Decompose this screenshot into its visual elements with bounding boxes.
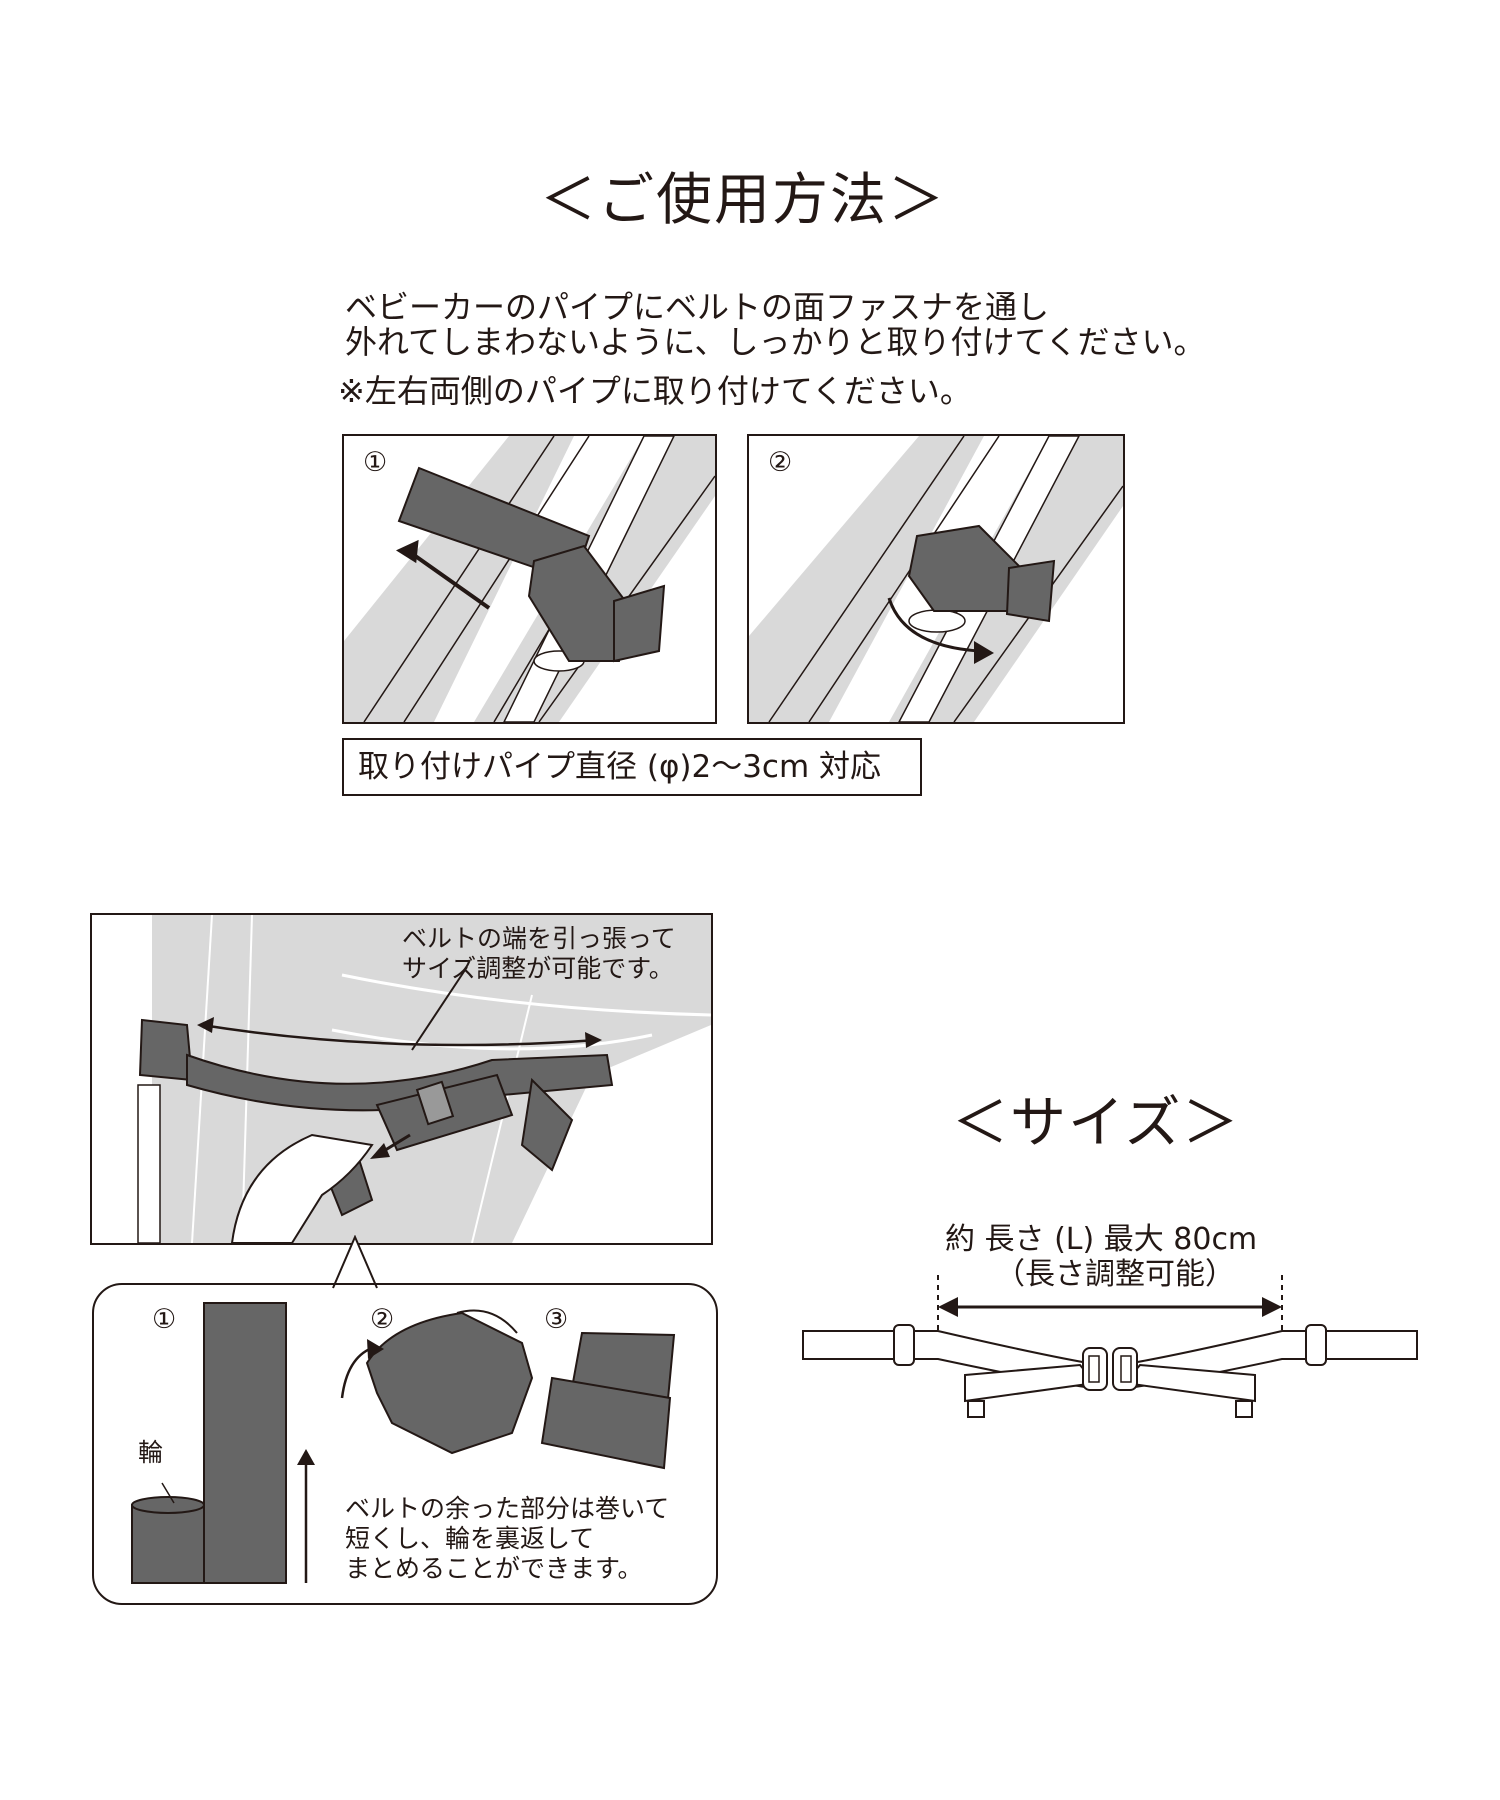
step1-illustration <box>344 436 715 722</box>
storage-step3-number: ③ <box>544 1304 569 1335</box>
buckle-right <box>1112 1347 1138 1391</box>
belt-loop <box>527 544 631 662</box>
roll-arrow <box>340 1346 373 1399</box>
strap-left-end <box>802 1330 904 1360</box>
belt-main <box>186 1053 614 1112</box>
belt-end-right <box>520 1077 574 1172</box>
step2-number: ② <box>768 447 793 478</box>
storage-callout-box <box>92 1283 718 1605</box>
storage-text-2: 短くし、輪を裏返して <box>345 1524 595 1553</box>
adjuster-right <box>1305 1324 1327 1366</box>
stroller-pipe <box>137 1084 161 1243</box>
adjuster-left <box>893 1324 915 1366</box>
step1-number: ① <box>363 447 388 478</box>
buckle-left <box>1082 1347 1108 1391</box>
hand <box>230 1133 374 1243</box>
adjust-arrow <box>201 1023 598 1047</box>
strap-right-end <box>1316 1330 1418 1360</box>
callout-pointer <box>332 1235 378 1289</box>
buckle <box>415 1080 455 1126</box>
rotate-arrow <box>887 597 980 653</box>
usage-title: ＜ご使用方法＞ <box>540 168 946 233</box>
storage-step1-number: ① <box>152 1304 177 1335</box>
step2-illustration <box>749 436 1123 722</box>
storage-text-1: ベルトの余った部分は巻いて <box>345 1494 670 1523</box>
instruction-line-1: ベビーカーのパイプにベルトの面ファスナを通し <box>345 288 1050 326</box>
adjust-callout-1: ベルトの端を引っ張って <box>402 924 676 953</box>
storage-text-3: まとめることができます。 <box>345 1554 643 1583</box>
storage-illustration <box>131 1302 676 1584</box>
belt-strap <box>1005 559 1056 623</box>
instruction-line-2: 外れてしまわないように、しっかりと取り付けてください。 <box>345 323 1206 361</box>
loop-piece <box>131 1504 205 1584</box>
size-adjust-note: （長さ調整可能） <box>995 1257 1235 1292</box>
size-title: ＜サイズ＞ <box>952 1091 1241 1156</box>
step1-panel <box>342 434 717 724</box>
pull-arrow <box>402 546 491 610</box>
size-length-label: 約 長さ (L) 最大 80cm <box>945 1222 1258 1257</box>
storage-step2-number: ② <box>370 1304 395 1335</box>
adjust-illustration <box>137 915 711 1243</box>
adjust-callout-2: サイズ調整が可能です。 <box>402 954 674 983</box>
note-text: ※左右両側のパイプに取り付けてください。 <box>338 372 972 410</box>
folded-strap <box>203 1302 287 1584</box>
step2-panel <box>747 434 1125 724</box>
loop-label: 輪 <box>138 1438 164 1467</box>
tail-left <box>964 1363 1097 1403</box>
adjust-panel <box>90 913 713 1245</box>
size-diagram <box>802 1275 1418 1418</box>
pipe-spec-box: 取り付けパイプ直径 (φ)2〜3cm 対応 <box>342 738 922 796</box>
tail-right <box>1123 1363 1256 1403</box>
belt-loop-left <box>138 1018 194 1082</box>
